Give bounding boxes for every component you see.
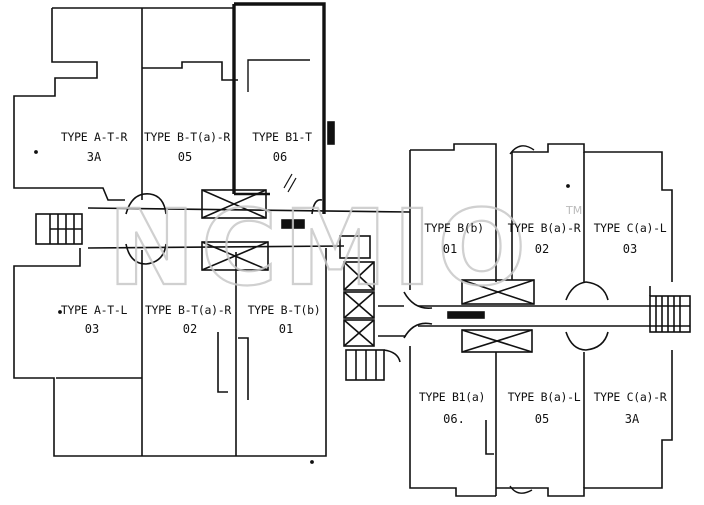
unit-number: 3A — [87, 150, 102, 164]
unit-number: 02 — [535, 242, 549, 256]
unit-type-label: TYPE C(a)-L — [594, 221, 667, 235]
unit-type-label: TYPE A-T-L — [61, 303, 128, 317]
unit-b-t-b-01: TYPE B-T(b) 01 — [248, 303, 321, 336]
unit-number: 05 — [535, 412, 549, 426]
unit-number: 02 — [183, 322, 197, 336]
unit-a-t-r-3a: TYPE A-T-R 3A — [61, 130, 128, 164]
watermark: NCMIO TM — [107, 186, 582, 310]
unit-b1-t-06: TYPE B1-T 06 — [252, 130, 312, 164]
left-block-top-walls — [13, 2, 335, 215]
unit-type-label: TYPE B(a)-R — [508, 221, 581, 235]
watermark-text: NCMIO — [108, 187, 532, 309]
unit-type-label: TYPE B1(a) — [419, 390, 485, 404]
watermark-tm: TM — [565, 204, 582, 217]
unit-b-a-r-02: TYPE B(a)-R 02 — [508, 221, 582, 256]
unit-number: 03 — [623, 242, 637, 256]
unit-number: 01 — [443, 242, 457, 256]
unit-b-t-a-r-05: TYPE B-T(a)-R 05 — [144, 130, 231, 164]
centre-core — [339, 235, 406, 381]
unit-type-label: TYPE B(a)-L — [508, 390, 581, 404]
unit-type-label: TYPE B-T(a)-R — [144, 130, 230, 144]
unit-number: 03 — [85, 322, 99, 336]
unit-a-t-l-03: TYPE A-T-L 03 — [61, 303, 128, 336]
unit-number: 06 — [273, 150, 287, 164]
unit-number: 05 — [178, 150, 192, 164]
unit-type-label: TYPE A-T-R — [61, 130, 128, 144]
unit-number: 3A — [625, 412, 640, 426]
unit-number: 06. — [443, 412, 465, 426]
unit-b-b-01: TYPE B(b) 01 — [424, 221, 484, 256]
right-block-bottom-walls — [409, 346, 673, 497]
unit-number: 01 — [279, 322, 293, 336]
left-corridor — [35, 189, 411, 271]
unit-type-label: TYPE B-T(b) — [248, 303, 321, 317]
right-block-top-walls — [403, 143, 691, 353]
unit-c-a-r-3a: TYPE C(a)-R 3A — [594, 390, 668, 426]
unit-type-label: TYPE B(b) — [424, 221, 484, 235]
unit-type-label: TYPE B1-T — [252, 130, 312, 144]
misc-marks — [34, 150, 570, 464]
unit-type-label: TYPE B-T(a)-R — [145, 303, 231, 317]
unit-type-label: TYPE C(a)-R — [594, 390, 667, 404]
unit-b-a-l-05: TYPE B(a)-L 05 — [508, 390, 582, 426]
unit-c-a-l-03: TYPE C(a)-L 03 — [594, 221, 668, 256]
left-block-bottom-walls — [13, 248, 327, 457]
unit-b1-a-06: TYPE B1(a) 06. — [419, 390, 486, 426]
unit-b-t-a-r-02: TYPE B-T(a)-R 02 — [145, 303, 232, 336]
